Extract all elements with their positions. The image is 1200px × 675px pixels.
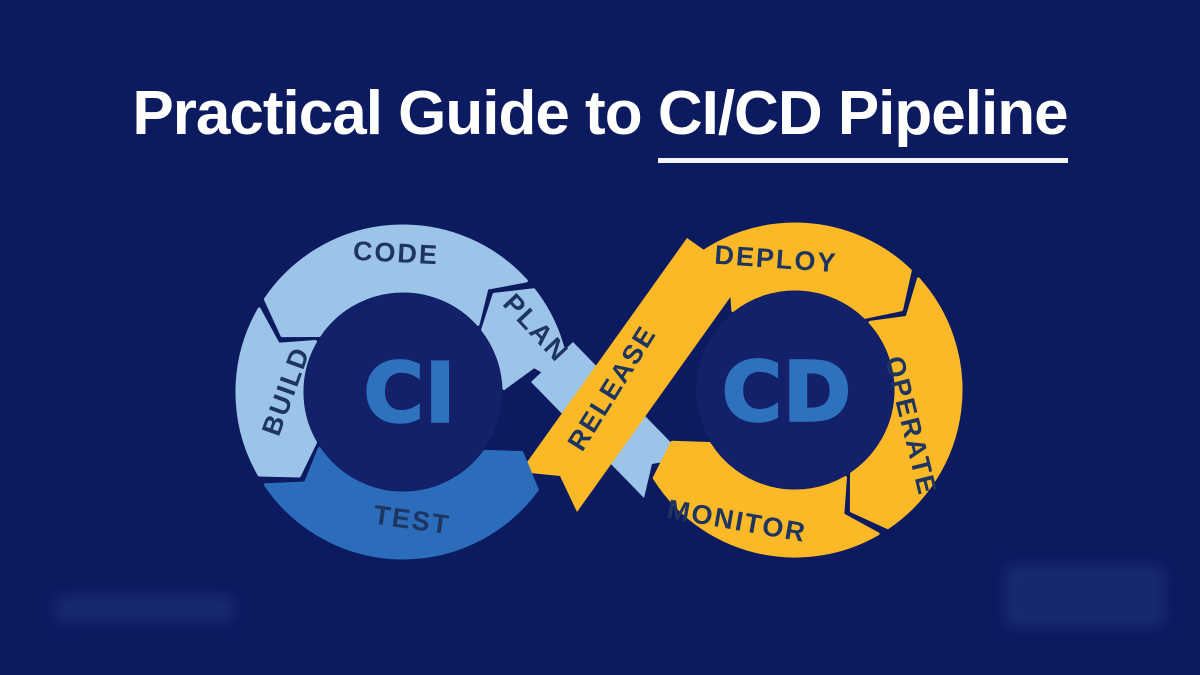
code-label: CODE <box>352 236 439 270</box>
plan-segment <box>481 288 571 390</box>
title-prefix-text: Practical Guide to <box>132 79 658 148</box>
release-band <box>520 238 744 512</box>
deploy-segment <box>691 222 912 319</box>
ci-loop-inner-circle <box>304 293 502 491</box>
code-segment <box>263 224 528 338</box>
watermark-blur-right <box>1005 565 1165 627</box>
cd-center-label: CD <box>722 346 852 441</box>
cd-loop-inner-circle <box>696 291 894 489</box>
ci-center-label: CI <box>364 347 457 442</box>
title-underlined-text: CI/CD Pipeline <box>657 78 1069 163</box>
monitor-segment <box>652 440 880 558</box>
test-segment <box>263 447 539 560</box>
build-segment <box>235 307 317 478</box>
page-title: Practical Guide to CI/CD Pipeline <box>0 78 1200 163</box>
operate-segment <box>849 277 963 530</box>
watermark-blur-left <box>55 595 235 623</box>
